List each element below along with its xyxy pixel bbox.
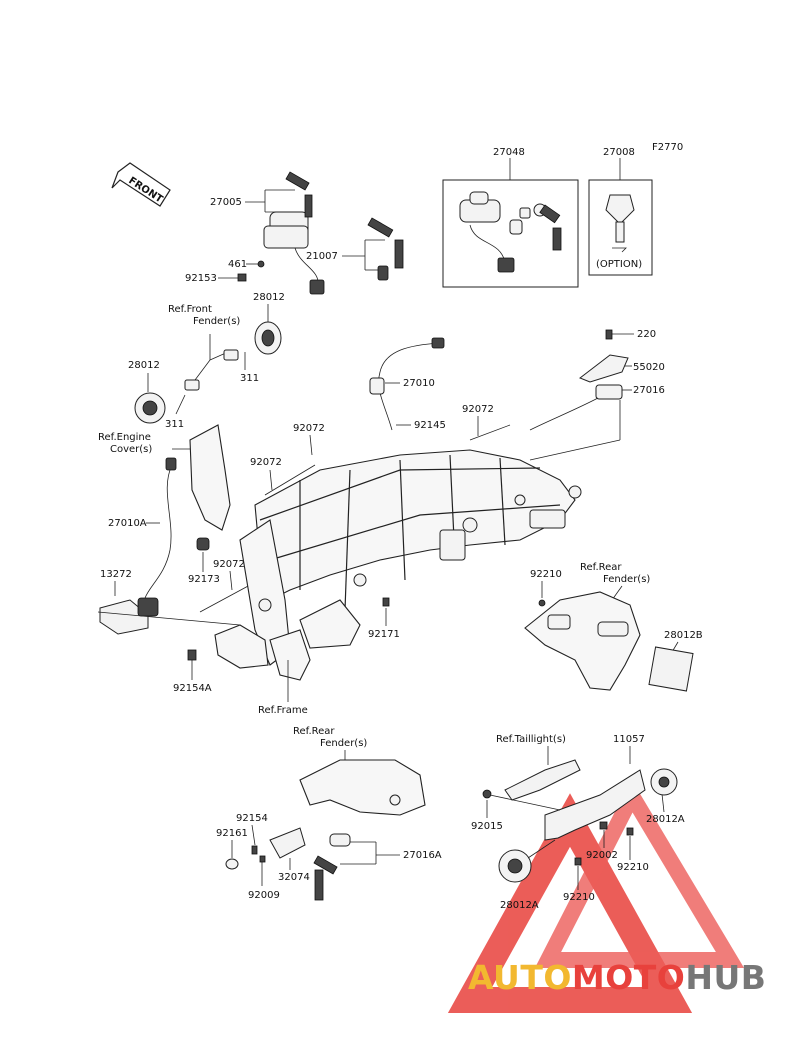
- label-92210-c: 92210: [563, 892, 595, 903]
- label-27016: 27016: [633, 385, 665, 396]
- label-92015: 92015: [471, 821, 503, 832]
- ref-front-fender-line2: Fender(s): [193, 316, 240, 327]
- cover-55020: [578, 354, 629, 383]
- watermark-auto: AUTO: [468, 958, 572, 997]
- label-21007: 21007: [306, 251, 338, 262]
- label-92154A: 92154A: [173, 683, 212, 694]
- taillight-bracket-ref: [504, 759, 581, 801]
- ref-engine-cover-line1: Ref.Engine: [98, 432, 151, 443]
- ignition-switch-27005: 27005: [210, 171, 325, 295]
- label-27008: 27008: [603, 147, 635, 158]
- label-28012A-right: 28012A: [646, 814, 685, 825]
- seat-lock-27016: [595, 384, 623, 400]
- ref-frame: Ref.Frame: [258, 705, 308, 716]
- label-92153: 92153: [185, 273, 217, 284]
- label-220: 220: [637, 329, 656, 340]
- option-label: (OPTION): [596, 259, 642, 270]
- label-92154: 92154: [236, 813, 268, 824]
- label-32074: 32074: [278, 872, 310, 883]
- engine-cover-ref: [189, 424, 231, 531]
- watermark-moto: MOTO: [571, 958, 686, 997]
- label-28012A-left: 28012A: [500, 900, 539, 911]
- figure-code: F2770: [652, 142, 683, 153]
- label-92002: 92002: [586, 850, 618, 861]
- automotohub-watermark-logo: AUTOMOTOHUB: [468, 958, 766, 997]
- label-92145: 92145: [414, 420, 446, 431]
- label-92173: 92173: [188, 574, 220, 585]
- rear-fender-b-ref: [299, 759, 426, 816]
- label-27010A: 27010A: [108, 518, 147, 529]
- label-92072-a: 92072: [462, 404, 494, 415]
- ref-rear-fender-a-line1: Ref.Rear: [580, 562, 622, 573]
- front-arrow-icon: FRONT: [111, 162, 171, 207]
- label-92210-b: 92210: [617, 862, 649, 873]
- ref-engine-cover-line2: Cover(s): [110, 444, 152, 455]
- watermark-triangle: [447, 779, 745, 1013]
- label-92072-c: 92072: [250, 457, 282, 468]
- key-set-box-27048: 27048: [442, 147, 579, 288]
- label-92210-a: 92210: [530, 569, 562, 580]
- ref-rear-fender-b-line1: Ref.Rear: [293, 726, 335, 737]
- label-311-b: 311: [165, 419, 184, 430]
- label-27010: 27010: [403, 378, 435, 389]
- main-frame: [214, 449, 582, 681]
- label-55020: 55020: [633, 362, 665, 373]
- label-92072-d: 92072: [213, 559, 245, 570]
- rear-fender-ref: [524, 591, 641, 691]
- watermark-hub: HUB: [685, 958, 767, 997]
- ref-front-fender-line1: Ref.Front: [168, 304, 212, 315]
- label-92171: 92171: [368, 629, 400, 640]
- bracket-11057: [544, 769, 646, 841]
- bracket-13272: [99, 599, 149, 635]
- seat-lock-key-set-27016A: [313, 833, 351, 901]
- label-92161: 92161: [216, 828, 248, 839]
- label-27016A: 27016A: [403, 850, 442, 861]
- label-92072-b: 92072: [293, 423, 325, 434]
- label-28012-left: 28012: [128, 360, 160, 371]
- label-28012-top: 28012: [253, 292, 285, 303]
- label-461: 461: [228, 259, 247, 270]
- reflector-28012B: [648, 646, 694, 692]
- ref-rear-fender-b-line2: Fender(s): [320, 738, 367, 749]
- key-set-21007: [367, 217, 404, 281]
- ref-taillight: Ref.Taillight(s): [496, 734, 566, 745]
- ref-rear-fender-a-line2: Fender(s): [603, 574, 650, 585]
- label-27005: 27005: [210, 197, 242, 208]
- label-28012B: 28012B: [664, 630, 703, 641]
- label-311-a: 311: [240, 373, 259, 384]
- label-13272: 13272: [100, 569, 132, 580]
- label-11057: 11057: [613, 734, 645, 745]
- label-92009: 92009: [248, 890, 280, 901]
- option-key-box-27008: 27008 (OPTION): [588, 147, 653, 276]
- bracket-32074: [269, 827, 306, 859]
- label-27048: 27048: [493, 147, 525, 158]
